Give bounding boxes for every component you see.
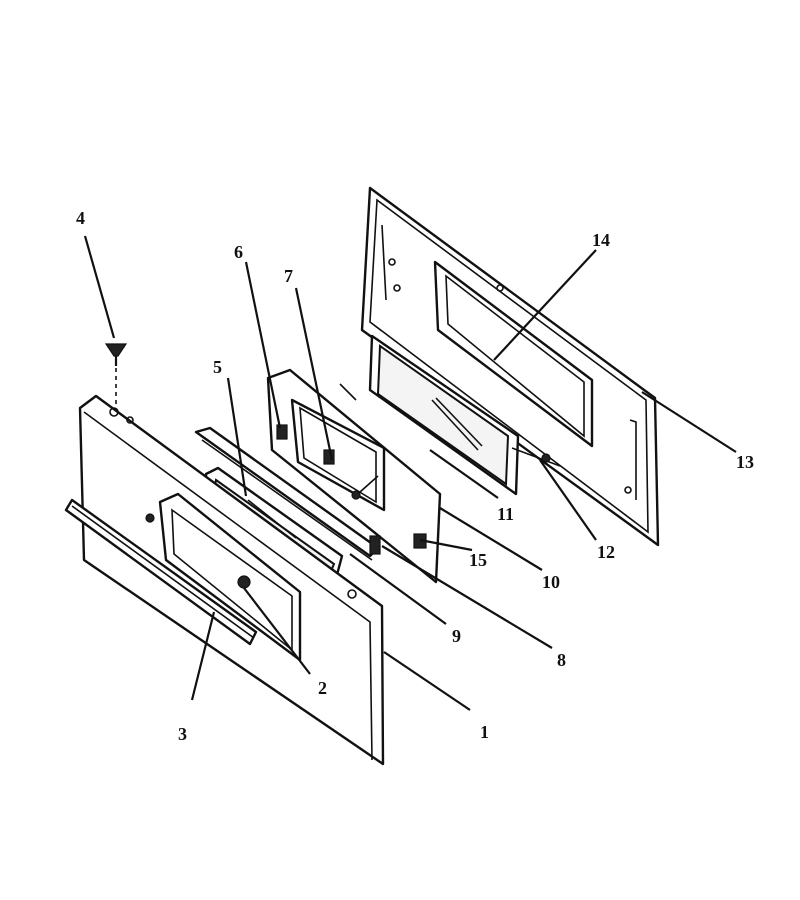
callout-14: 14 [592,230,610,250]
part-10-middle-panel [266,368,442,584]
callout-7: 7 [284,266,293,286]
callout-8: 8 [557,650,566,670]
leader-11 [429,449,499,499]
leader-13 [641,391,737,453]
leader-15 [419,538,473,552]
callout-9: 9 [452,626,461,646]
callout-13: 13 [736,452,754,472]
leader-lines [83,235,737,711]
callout-10: 10 [542,572,560,592]
leader-2 [243,587,311,675]
part-13-inner-door-liner [360,186,660,547]
callout-15: 15 [469,550,487,570]
callout-1: 1 [480,722,489,742]
leader-1 [383,651,471,711]
part-3-door-handle [64,498,258,646]
leader-3 [190,611,216,701]
leader-14 [493,249,597,361]
part-4-screw [104,343,128,404]
part-11-inner-glass [368,334,520,496]
leader-5 [226,377,248,497]
callout-6: 6 [234,242,243,262]
leader-9 [349,553,447,625]
callout-11: 11 [497,504,514,524]
leader-6 [244,261,282,429]
callout-5: 5 [213,357,222,377]
leader-4 [83,235,116,339]
callout-2: 2 [318,678,327,698]
leader-7 [294,287,334,461]
leader-8 [381,545,553,649]
callout-4: 4 [76,208,85,228]
callout-12: 12 [597,542,615,562]
callout-labels: 4 5 6 7 8 9 10 11 12 13 14 15 1 2 3 [76,208,754,744]
callout-3: 3 [178,724,187,744]
part-12-hinge-rod [511,447,561,467]
leader-10 [439,507,543,571]
leader-12 [539,459,597,541]
